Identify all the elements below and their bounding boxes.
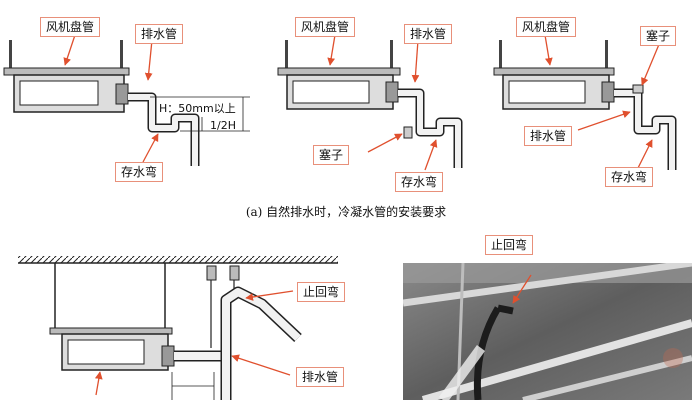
arrow xyxy=(637,139,653,169)
arrow xyxy=(231,354,291,376)
riser-fill xyxy=(222,288,301,400)
fan-coil-label-3: 风机盘管 xyxy=(516,17,577,37)
drain-pipe-label-3: 排水管 xyxy=(524,126,573,146)
drain-outlet xyxy=(115,83,129,105)
check-bend-label-b: 止回弯 xyxy=(297,282,346,302)
drain-pipe-label-b: 排水管 xyxy=(296,367,345,387)
fan-coil-label-2: 风机盘管 xyxy=(295,17,356,37)
plug xyxy=(632,84,644,94)
plug-label-2: 塞子 xyxy=(313,145,350,165)
installation-photo xyxy=(403,263,692,400)
arrow xyxy=(94,371,103,396)
photo-image xyxy=(403,263,692,400)
ceiling-hatch xyxy=(18,256,338,263)
unit-panel xyxy=(19,80,99,106)
mounting-bar xyxy=(49,327,173,335)
drain-pipe-label-1: 排水管 xyxy=(135,24,184,44)
unit-panel xyxy=(292,80,370,104)
mounting-bar xyxy=(3,67,130,76)
arrow xyxy=(327,34,336,66)
arrow xyxy=(411,39,420,83)
mounting-bar xyxy=(277,67,401,76)
arrow xyxy=(577,110,631,131)
trap-label-2: 存水弯 xyxy=(395,172,444,192)
hanger-rod xyxy=(9,40,12,73)
mounting-bar xyxy=(493,67,615,76)
arrow xyxy=(424,139,438,171)
trap-label-1: 存水弯 xyxy=(115,162,164,182)
panel-b xyxy=(18,256,338,400)
arrow xyxy=(641,41,661,86)
height-note: H：50mm以上 xyxy=(159,102,236,115)
arrow xyxy=(144,39,153,81)
panel-3 xyxy=(493,34,677,170)
caption-a: (a) 自然排水时，冷凝水管的安装要求 xyxy=(245,205,447,219)
hanger-rod xyxy=(285,40,288,73)
unit-panel xyxy=(508,80,586,104)
fan-coil-label-1: 风机盘管 xyxy=(40,17,101,37)
drain-outlet xyxy=(385,81,399,103)
check-bend-label-photo: 止回弯 xyxy=(485,235,534,255)
arrow xyxy=(245,290,294,301)
arrow xyxy=(142,133,159,163)
plug-label-3: 塞子 xyxy=(640,26,677,46)
hanger-rod xyxy=(120,40,123,73)
hanger-rod xyxy=(605,40,608,73)
plug xyxy=(403,126,413,139)
drain-pipe-label-2: 排水管 xyxy=(404,24,453,44)
arrow xyxy=(544,34,553,66)
hanger-rod xyxy=(499,40,502,73)
hanger-rod xyxy=(390,40,393,73)
drain-outlet xyxy=(161,345,175,367)
drain-outlet xyxy=(601,81,615,103)
drain-pipe-fill xyxy=(398,90,461,168)
arrow xyxy=(367,133,403,153)
panel-2 xyxy=(277,34,463,171)
half-height-note: 1/2H xyxy=(210,119,236,132)
pipe-support xyxy=(206,265,217,281)
arrow xyxy=(63,34,76,66)
pipe-support xyxy=(229,265,240,281)
panel-1 xyxy=(3,34,250,166)
unit-panel xyxy=(67,339,145,365)
trap-label-3: 存水弯 xyxy=(605,167,654,187)
